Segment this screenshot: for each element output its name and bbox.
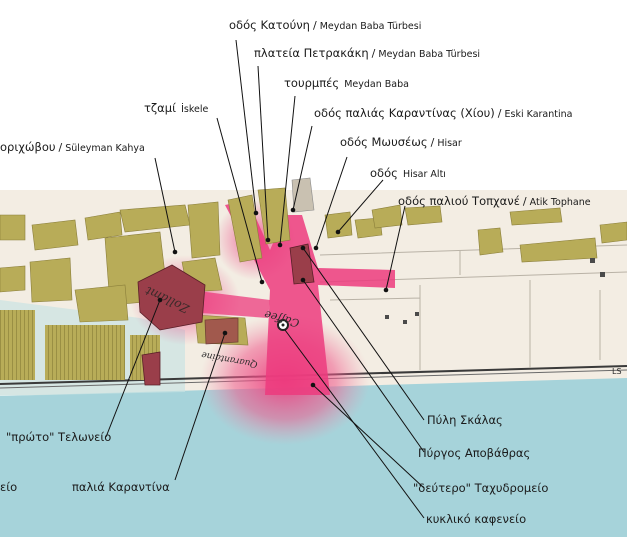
label-tzami-turkish: İskele bbox=[181, 104, 209, 115]
separator: / bbox=[312, 19, 317, 32]
leader-dots bbox=[157, 207, 389, 388]
label-odos-paliou-topchane: οδός παλιού Τοπχανέ/Atik Tophane bbox=[398, 190, 591, 209]
label-proto-teloneio: "πρώτο" Τελωνείο bbox=[6, 430, 112, 444]
label-odos-hisar-greek: οδός bbox=[370, 166, 398, 180]
separator: / bbox=[430, 136, 435, 149]
label-odos-hisar-turkish: Hisar Altı bbox=[402, 169, 446, 180]
label-odos-paliou-topchane-turkish: Atik Tophane bbox=[529, 197, 591, 208]
label-orichovou-greek: οριχώβου bbox=[0, 140, 56, 154]
label-odos-hisar: οδός Hisar Altı bbox=[370, 162, 446, 181]
separator: / bbox=[497, 107, 502, 120]
label-plateia-petrakaki: πλατεία Πετρακάκη/Meydan Baba Türbesi bbox=[254, 42, 480, 61]
label-orichovou: οριχώβου/Süleyman Kahya bbox=[0, 136, 145, 155]
label-pyrgos-apovathras: Πύργος Αποβάθρας bbox=[418, 446, 531, 460]
street-grid bbox=[319, 244, 627, 370]
highlighted-streets bbox=[225, 200, 395, 395]
ls-map-text: LS bbox=[612, 367, 622, 376]
label-pyli-skalas: Πύλη Σκάλας bbox=[427, 413, 503, 427]
label-odos-mouseos: οδός Μωυσέως/Hisar bbox=[340, 131, 462, 150]
hatched-block-1 bbox=[0, 310, 35, 380]
caffee-street bbox=[188, 290, 270, 318]
small-markers bbox=[385, 258, 605, 324]
label-tzami: τζαμί İskele bbox=[144, 97, 208, 116]
label-odos-palias-karantinas: οδός παλιάς Καραντίνας (Χίου)/Eski Karan… bbox=[314, 102, 572, 121]
label-deftero-tachydromeio: "δεύτερο" Ταχυδρομείο bbox=[413, 481, 549, 495]
label-orichovou-turkish: Süleyman Kahya bbox=[65, 143, 145, 154]
label-odos-katouni: οδός Κατούνη/Meydan Baba Türbesi bbox=[229, 14, 421, 33]
sea bbox=[0, 378, 627, 537]
leader-lines bbox=[105, 39, 425, 519]
separator: / bbox=[522, 195, 527, 208]
label-odos-paliou-topchane-greek: οδός παλιού Τοπχανέ bbox=[398, 194, 520, 208]
label-odos-palias-karantinas-turkish: Eski Karantina bbox=[504, 109, 573, 120]
label-palia-karantina: παλιά Καραντίνα bbox=[72, 480, 170, 494]
label-tourbes-turkish: Meydan Baba bbox=[344, 79, 409, 90]
label-odos-mouseos-turkish: Hisar bbox=[437, 138, 462, 149]
cafe-marker-center bbox=[281, 323, 285, 327]
separator: / bbox=[58, 141, 63, 154]
label-odos-katouni-greek: οδός Κατούνη bbox=[229, 18, 310, 32]
label-odos-katouni-turkish: Meydan Baba Türbesi bbox=[319, 21, 422, 32]
hatched-block-2 bbox=[45, 325, 125, 380]
separator: / bbox=[371, 47, 376, 60]
label-odos-mouseos-greek: οδός Μωυσέως bbox=[340, 135, 428, 149]
label-plateia-petrakaki-turkish: Meydan Baba Türbesi bbox=[378, 49, 481, 60]
label-tourbes: τουρμπές Meydan Baba bbox=[284, 72, 409, 91]
label-kykliko-kafeneio: κυκλικό καφενείο bbox=[426, 512, 527, 526]
label-eio: είο bbox=[0, 480, 18, 494]
label-tourbes-greek: τουρμπές bbox=[284, 76, 340, 90]
grey-building bbox=[291, 177, 315, 213]
label-plateia-petrakaki-greek: πλατεία Πετρακάκη bbox=[254, 46, 369, 60]
label-odos-palias-karantinas-greek: οδός παλιάς Καραντίνας (Χίου) bbox=[314, 106, 495, 120]
label-tzami-greek: τζαμί bbox=[144, 101, 176, 115]
